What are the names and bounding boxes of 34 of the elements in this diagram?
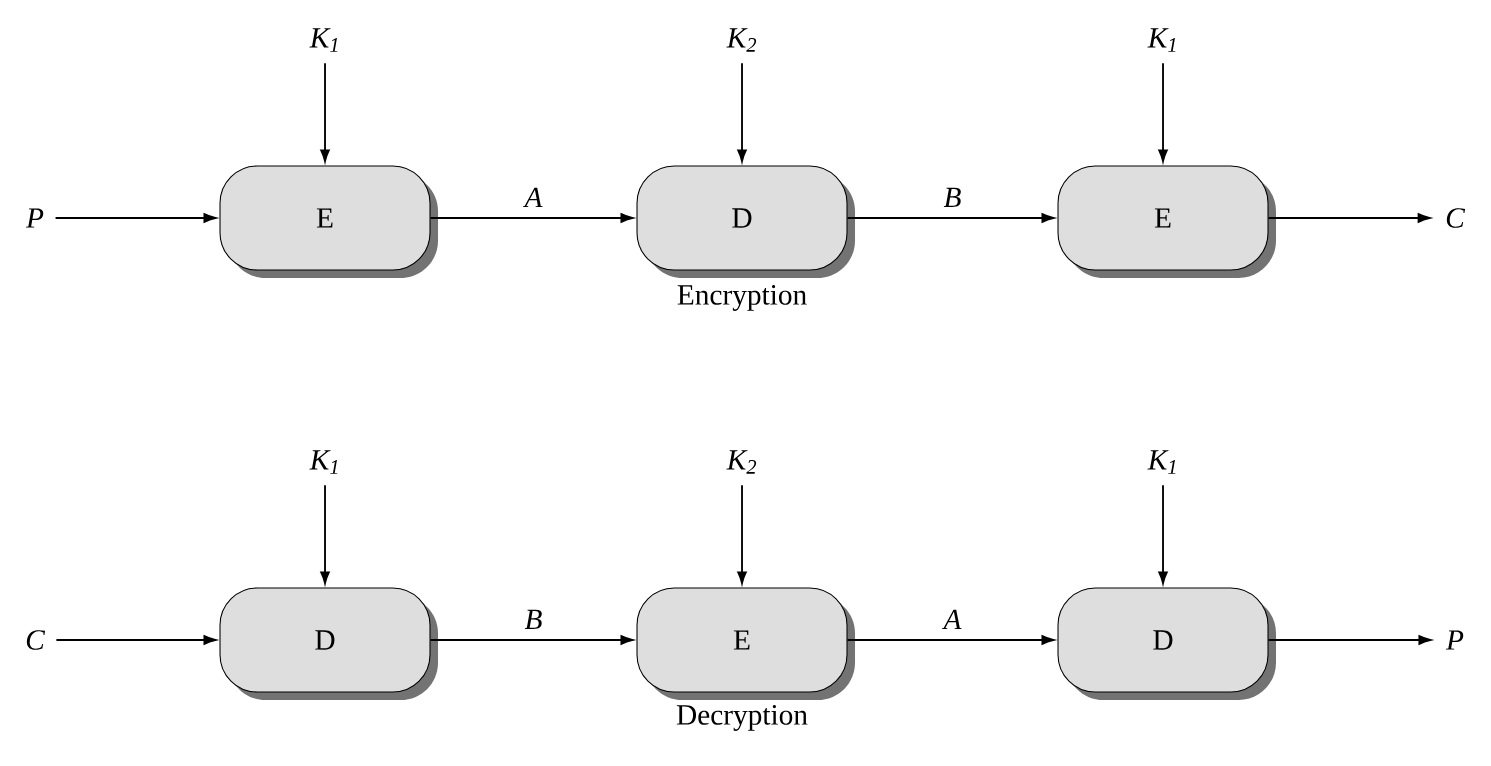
edge-label: B bbox=[943, 187, 961, 208]
arrow bbox=[429, 635, 634, 645]
edge-label: B bbox=[524, 609, 542, 630]
arrow bbox=[320, 62, 330, 163]
arrow bbox=[55, 635, 217, 645]
arrow bbox=[1158, 484, 1168, 585]
key-label: K$_{1}$ bbox=[1147, 450, 1176, 474]
arrow bbox=[54, 213, 217, 223]
arrow bbox=[737, 484, 747, 585]
arrow bbox=[1158, 62, 1168, 163]
key-label: K$_{1}$ bbox=[309, 450, 338, 474]
key-label: K$_{2}$ bbox=[726, 28, 757, 52]
arrow bbox=[737, 62, 747, 163]
key-label: K$_{1}$ bbox=[1147, 28, 1176, 52]
process-box: E bbox=[219, 165, 438, 278]
process-box: E bbox=[1057, 165, 1276, 278]
process-box: D bbox=[219, 587, 438, 700]
terminal-label: C bbox=[1446, 208, 1466, 228]
process-box: E bbox=[636, 587, 855, 700]
arrow bbox=[1267, 213, 1431, 223]
key-label: K$_{2}$ bbox=[726, 450, 757, 474]
arrow bbox=[1267, 635, 1432, 645]
process-box: D bbox=[636, 165, 855, 278]
arrow bbox=[846, 213, 1055, 223]
arrow bbox=[429, 213, 634, 223]
edge-label: A bbox=[522, 187, 543, 208]
arrow bbox=[846, 635, 1055, 645]
terminal-label: P bbox=[25, 208, 44, 228]
process-box: D bbox=[1057, 587, 1276, 700]
terminal-label: P bbox=[1445, 630, 1464, 650]
arrow bbox=[320, 484, 330, 585]
edge-label: A bbox=[941, 609, 962, 630]
key-label: K$_{1}$ bbox=[309, 28, 338, 52]
terminal-label: C bbox=[26, 630, 46, 650]
